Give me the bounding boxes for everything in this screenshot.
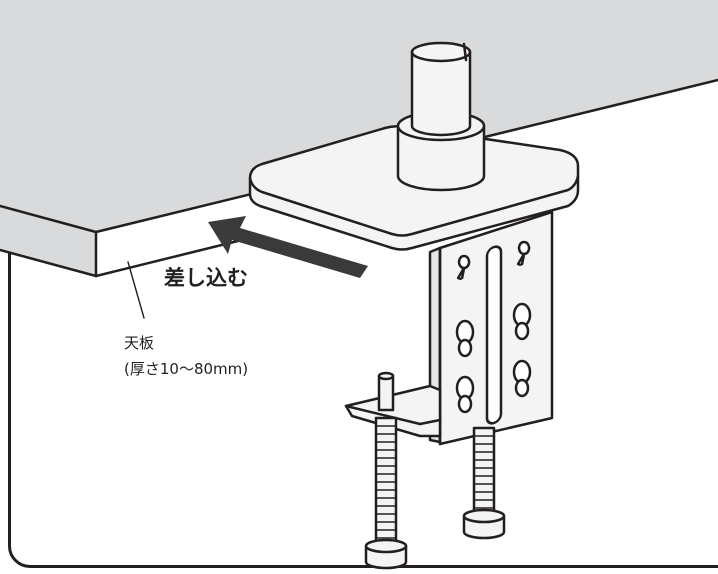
board-name: 天板 — [124, 334, 155, 352]
desk-front-edge — [0, 206, 96, 276]
clamp-post-collar — [396, 124, 486, 192]
insert-instruction-label: 差し込む — [164, 266, 248, 290]
keyhole-slot — [456, 254, 471, 280]
illustration-frame — [8, 0, 718, 568]
board-leader-line — [127, 261, 145, 319]
board-thickness: (厚さ10〜80mm) — [124, 360, 249, 378]
small-stud — [377, 374, 395, 412]
desk-board-label: 天板 (厚さ10〜80mm) — [124, 330, 248, 382]
insert-arrow — [208, 216, 368, 278]
keyhole-slot — [516, 240, 531, 266]
clamp-post — [410, 50, 472, 137]
right-threaded-bolt — [472, 426, 496, 520]
bracket-center-slot — [485, 245, 503, 425]
desk-top-surface — [0, 0, 718, 232]
